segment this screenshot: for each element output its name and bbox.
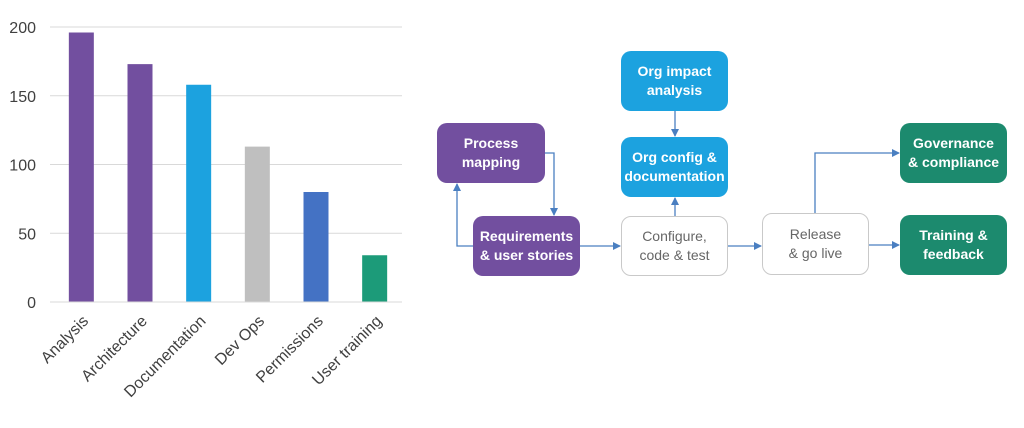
bar bbox=[362, 255, 388, 302]
node-process-mapping: Process mapping bbox=[437, 123, 545, 183]
node-org-config-documentation: Org config & documentation bbox=[621, 137, 728, 197]
node-release-go-live: Release & go live bbox=[762, 213, 869, 275]
process-flow-diagram: Process mapping Requirements & user stor… bbox=[410, 0, 1024, 423]
bar bbox=[127, 64, 153, 302]
y-tick-label: 200 bbox=[9, 20, 36, 37]
y-tick-label: 150 bbox=[9, 89, 36, 106]
node-training-feedback: Training & feedback bbox=[900, 215, 1007, 275]
arrow-process-to-requirements bbox=[545, 152, 558, 216]
x-tick-label: Dev Ops bbox=[212, 313, 268, 369]
bar bbox=[244, 146, 270, 302]
bar bbox=[186, 84, 212, 302]
flow-connectors bbox=[453, 111, 900, 250]
node-org-impact-analysis: Org impact analysis bbox=[621, 51, 728, 111]
y-tick-label: 50 bbox=[18, 226, 36, 243]
node-requirements: Requirements & user stories bbox=[473, 216, 580, 276]
bar bbox=[303, 192, 329, 302]
y-tick-label: 100 bbox=[9, 158, 36, 175]
bar-chart-svg: 050100150200AnalysisArchitectureDocument… bbox=[9, 20, 402, 401]
node-configure-code-test: Configure, code & test bbox=[621, 216, 728, 276]
bar bbox=[68, 32, 94, 302]
arrow-requirements-to-process bbox=[453, 183, 473, 247]
node-governance-compliance: Governance & compliance bbox=[900, 123, 1007, 183]
y-tick-label: 0 bbox=[27, 295, 36, 312]
x-tick-label: Analysis bbox=[38, 313, 92, 367]
arrow-release-to-governance bbox=[814, 149, 900, 213]
